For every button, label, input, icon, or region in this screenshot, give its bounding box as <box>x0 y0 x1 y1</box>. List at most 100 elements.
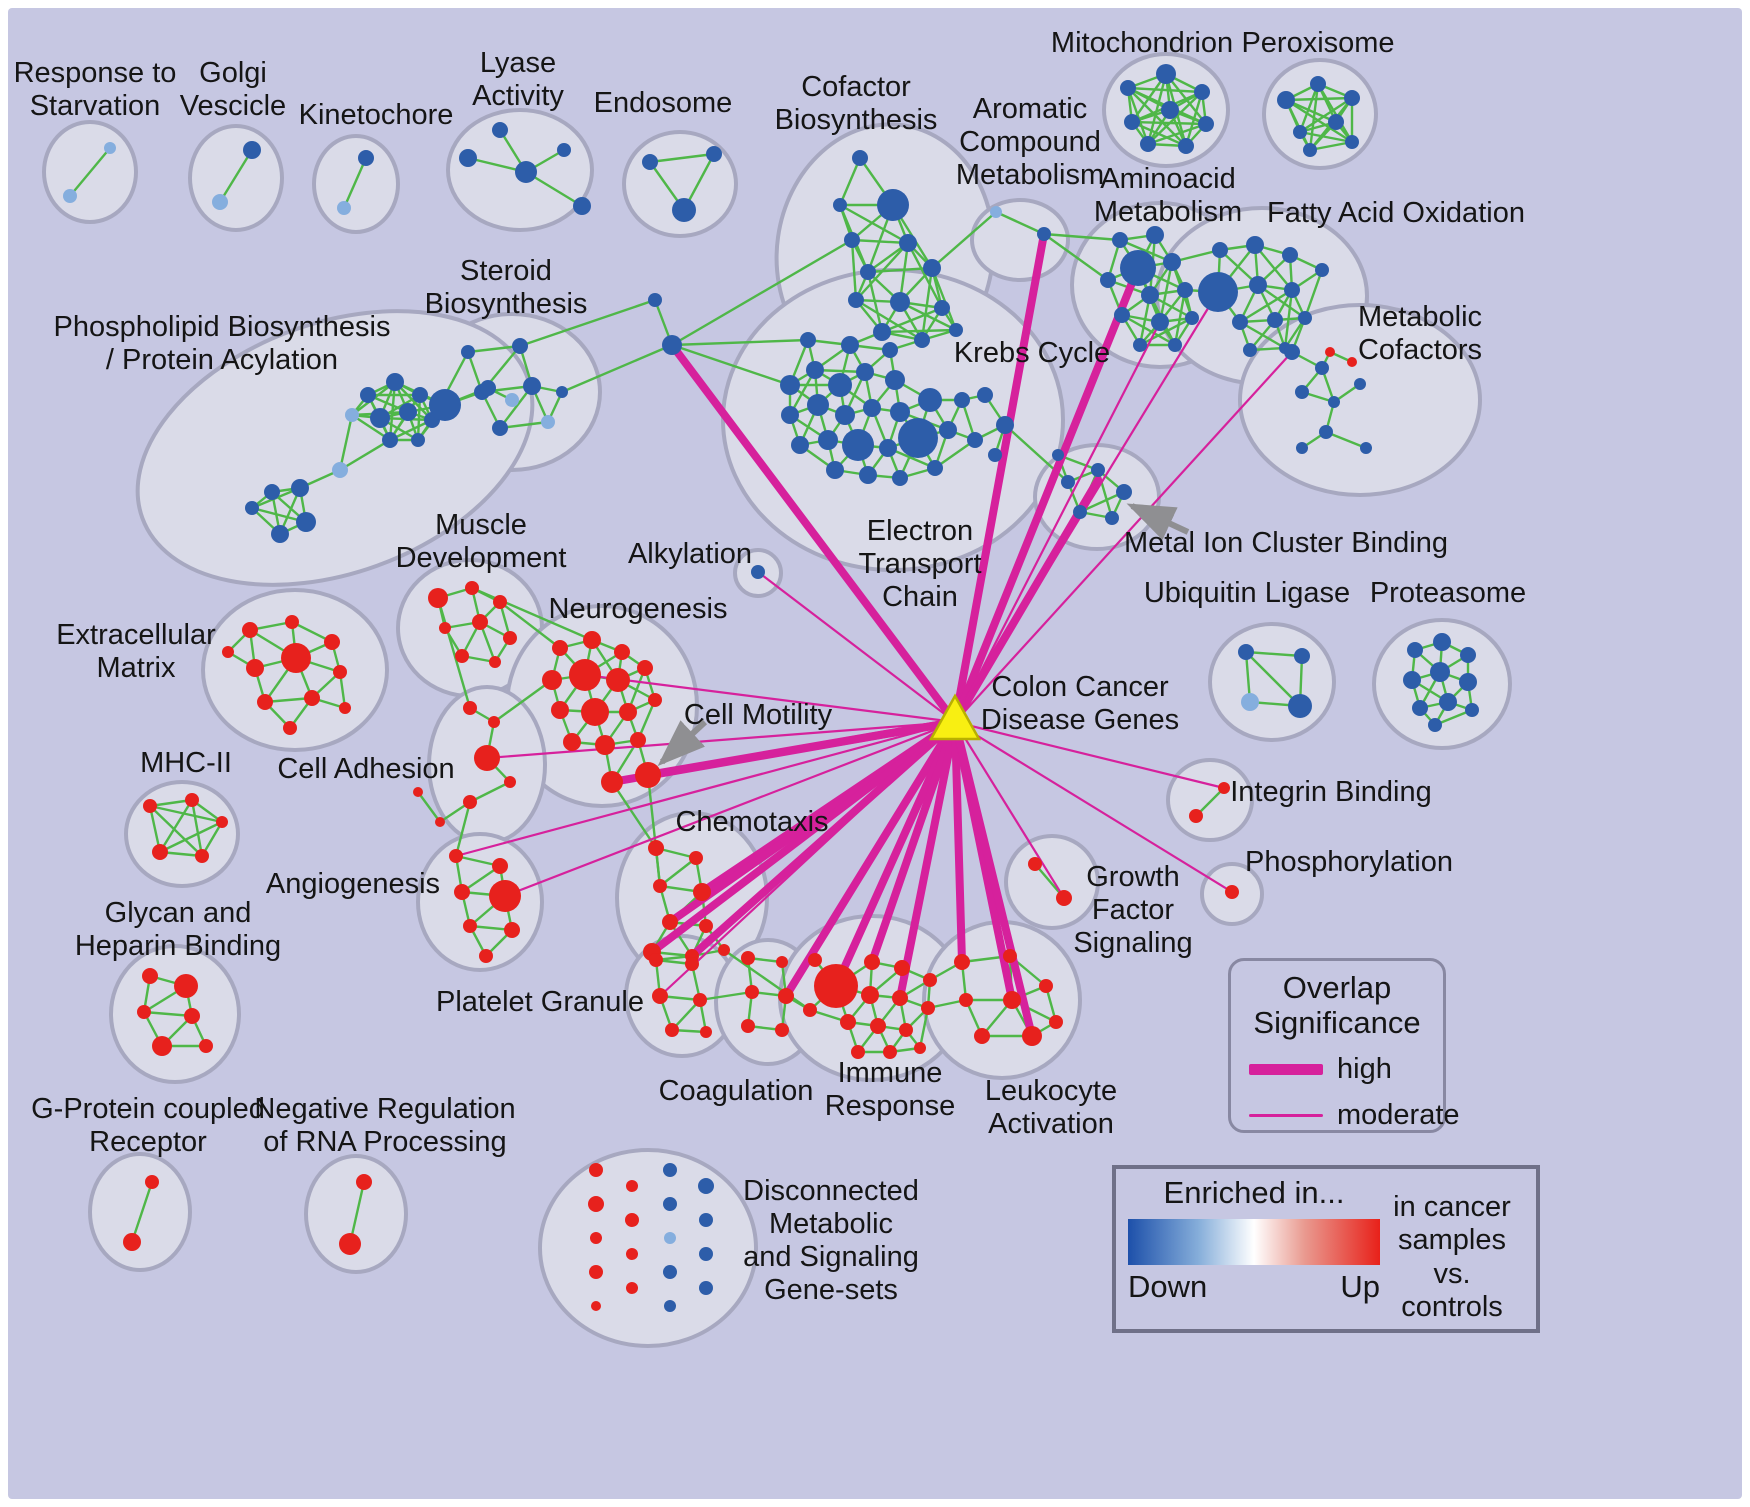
gene-set-node <box>63 189 77 203</box>
gene-set-node <box>851 1045 865 1059</box>
gene-set-node <box>649 953 663 967</box>
colon-cancer-hub-triangle <box>928 693 982 741</box>
gene-set-node <box>1141 286 1159 304</box>
gene-set-node <box>856 363 874 381</box>
green-edge <box>499 420 549 430</box>
overlap-edge-moderate <box>954 720 1225 790</box>
gene-set-node <box>337 201 351 215</box>
gene-set-node <box>996 416 1014 434</box>
gene-set-node <box>304 690 320 706</box>
green-edge <box>1239 288 1293 324</box>
enrichment-gradient-block: Enriched in... Down Up <box>1128 1175 1380 1323</box>
cluster-label-neurogenesis: Neurogenesis <box>549 593 728 625</box>
cluster-label-peroxisome: Peroxisome <box>1241 27 1394 59</box>
gene-set-node <box>899 234 917 252</box>
gene-set-node <box>474 745 500 771</box>
overlap-title-line2: Significance <box>1253 1004 1421 1040</box>
gene-set-node <box>806 361 824 379</box>
gene-set-node <box>706 146 722 162</box>
gene-set-node <box>642 154 658 170</box>
gene-set-node <box>480 380 496 396</box>
gene-set-node <box>775 1023 789 1037</box>
gene-set-node <box>1354 378 1366 390</box>
gene-set-node <box>870 1018 886 1034</box>
moderate-significance-label: moderate <box>1337 1099 1460 1132</box>
green-edge <box>190 799 204 857</box>
overlap-edge-moderate <box>954 321 1161 723</box>
green-edge <box>1254 244 1293 291</box>
gene-set-node <box>718 944 730 956</box>
green-edge <box>881 328 957 334</box>
gene-set-node <box>1056 890 1072 906</box>
gene-set-node <box>818 430 838 450</box>
green-edge-intercluster <box>671 343 791 387</box>
gene-set-node <box>591 1301 601 1311</box>
gene-set-node <box>429 389 461 421</box>
green-edge <box>159 820 223 854</box>
gene-set-node <box>648 840 664 856</box>
gene-set-node <box>589 1265 603 1279</box>
green-edge-intercluster <box>931 211 997 269</box>
green-edge <box>143 1010 193 1018</box>
gene-set-node <box>257 694 273 710</box>
gene-set-node <box>1091 463 1105 477</box>
green-edge <box>158 799 194 853</box>
gene-set-node <box>1360 442 1372 454</box>
cluster-label-ubiquitin-ligase: Ubiquitin Ligase <box>1144 577 1350 609</box>
gene-set-node <box>1328 396 1340 408</box>
gene-set-node <box>826 461 844 479</box>
gene-set-node <box>1100 272 1116 288</box>
gene-set-node <box>463 701 477 715</box>
gene-set-node <box>1189 809 1203 823</box>
metal-ion-cluster-binding-label: Metal Ion Cluster Binding <box>1124 527 1448 559</box>
gene-set-node <box>152 1036 172 1056</box>
gene-set-node <box>648 293 662 307</box>
gene-set-node <box>614 644 630 660</box>
gene-set-node <box>923 259 941 277</box>
gene-set-node <box>1298 311 1312 325</box>
gene-set-node <box>174 974 198 998</box>
gene-set-node <box>927 460 943 476</box>
gene-set-node <box>1433 633 1451 651</box>
gene-set-node <box>242 622 258 638</box>
green-edge <box>467 344 521 354</box>
gene-set-node <box>281 643 311 673</box>
gene-set-node <box>626 1180 638 1192</box>
gene-set-node <box>505 393 519 407</box>
gene-set-node <box>859 466 877 484</box>
high-significance-line-swatch <box>1249 1064 1323 1076</box>
green-edge <box>69 147 111 197</box>
gene-set-node <box>1198 272 1238 312</box>
gene-set-node <box>700 1026 712 1038</box>
gene-set-node <box>512 338 528 354</box>
gene-set-node <box>1194 84 1210 100</box>
gene-set-node <box>1243 343 1257 357</box>
green-edge <box>218 149 254 203</box>
gene-set-node <box>489 880 521 912</box>
overlap-edge-high <box>951 264 1142 726</box>
gene-set-node <box>411 433 425 447</box>
gene-set-node <box>492 420 508 436</box>
gene-set-node <box>449 849 463 863</box>
green-edge <box>1131 120 1187 148</box>
gene-set-node <box>885 370 905 390</box>
green-edge <box>1079 490 1125 514</box>
green-edge <box>1325 430 1367 450</box>
gene-set-node <box>1347 357 1357 367</box>
gene-set-node <box>672 198 696 222</box>
gene-set-node <box>542 670 562 690</box>
gene-set-node <box>488 716 500 728</box>
green-edge <box>1146 73 1168 145</box>
gene-set-node <box>619 703 637 721</box>
gene-set-node <box>741 951 755 965</box>
green-edge <box>1308 83 1320 151</box>
green-edge <box>1126 87 1150 145</box>
gene-set-node <box>515 161 537 183</box>
gene-set-node <box>778 988 794 1004</box>
gene-set-node <box>503 631 517 645</box>
gene-set-node <box>1124 114 1140 130</box>
